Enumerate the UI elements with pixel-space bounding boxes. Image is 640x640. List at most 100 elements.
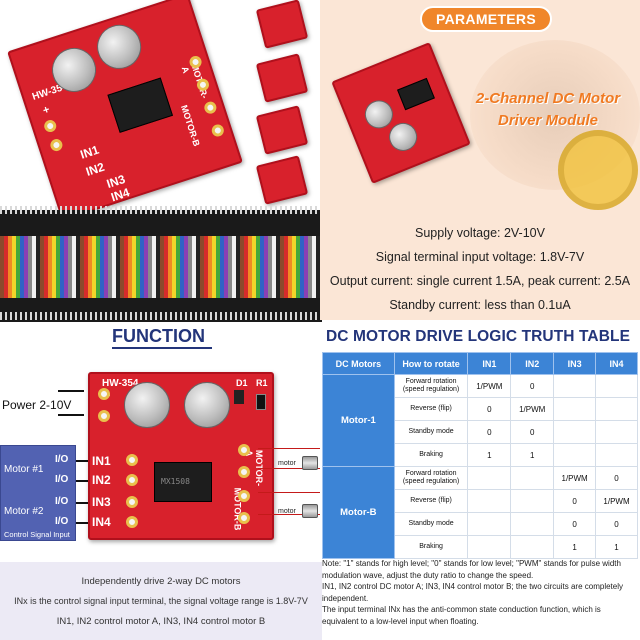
rotate-cell: Standby mode: [393, 420, 469, 444]
r1-label: R1: [256, 378, 268, 388]
description-line-2: INx is the control signal input terminal…: [14, 596, 308, 606]
in3-cell: [553, 397, 597, 421]
module-diagram-board: HW-354 + D1 R1 IN1 IN2 IN3 IN4 MX1508 MO…: [88, 372, 274, 540]
motor1-label: Motor #1: [4, 464, 44, 475]
truth-table-title: DC MOTOR DRIVE LOGIC TRUTH TABLE: [326, 328, 631, 345]
power-hole: [98, 388, 110, 400]
in3-cell: 0: [553, 512, 597, 536]
motor-hole: [238, 466, 250, 478]
motor-wire: [258, 492, 320, 493]
parameters-banner: PARAMETERS: [420, 6, 552, 32]
in3-cell: [553, 374, 597, 398]
spec-signal-voltage: Signal terminal input voltage: 1.8V-7V: [375, 250, 585, 264]
motor-hole: [202, 100, 218, 116]
description-panel: [0, 562, 322, 640]
in2-cell: 1: [510, 443, 555, 467]
rotate-cell: Reverse (flip): [393, 397, 469, 421]
table-row: Standby mode 0 0: [323, 512, 638, 536]
motor-a-cell: Motor-1: [322, 374, 395, 467]
in1-label: IN1: [92, 454, 111, 468]
input-hole: [126, 496, 138, 508]
in4-cell: 1: [595, 535, 638, 559]
in1-cell: [467, 489, 512, 513]
in3-cell: [553, 443, 597, 467]
header-in4: IN4: [595, 352, 638, 375]
description-line-3: IN1, IN2 control motor A, IN3, IN4 contr…: [56, 616, 266, 627]
io-label: I/O: [55, 496, 69, 507]
capacitor: [384, 118, 422, 156]
motor-hole: [210, 122, 226, 139]
module-photo-main: HW-354 + IN1 IN2 IN3 IN4 MOTOR-A MOTOR-B: [7, 0, 243, 222]
resistor: [256, 394, 266, 410]
in1-cell: 0: [467, 397, 512, 421]
in2-cell: 0: [510, 374, 555, 398]
in4-label: IN4: [92, 515, 111, 529]
in1-label: IN1: [78, 142, 101, 162]
jumper-wire-pins: [0, 312, 322, 320]
header-dc-motors: DC Motors: [322, 352, 395, 375]
in2-cell: [510, 489, 555, 513]
plus-label: +: [41, 103, 52, 118]
rotate-cell: Forward rotation (speed regulation): [393, 374, 469, 398]
description-line-1: Independently drive 2-way DC motors: [81, 576, 241, 587]
rotate-cell: Standby mode: [393, 512, 469, 536]
driver-chip: [107, 77, 174, 133]
jumper-wire-pins: [0, 206, 322, 214]
input-hole: [126, 516, 138, 528]
table-row: Motor-B Forward rotation (speed regulati…: [322, 466, 638, 559]
in2-label: IN2: [92, 473, 111, 487]
driver-chip: [397, 77, 435, 111]
driver-chip: MX1508: [154, 462, 212, 502]
header-how-to-rotate: How to rotate: [393, 352, 469, 375]
in3-cell: 1: [553, 535, 597, 559]
table-row: Reverse (flip) 0 1/PWM: [323, 397, 638, 421]
table-row: Braking 1 1: [323, 443, 638, 467]
in2-cell: 0: [510, 420, 555, 444]
in2-cell: [510, 535, 555, 559]
rotate-cell: Braking: [393, 535, 469, 559]
in4-cell: 0: [595, 512, 638, 536]
diode: [234, 390, 244, 404]
in1-cell: 1: [467, 443, 512, 467]
spec-supply-voltage: Supply voltage: 2V-10V: [415, 226, 545, 240]
in1-cell: 0: [467, 420, 512, 444]
module-thumbnail: [255, 155, 309, 205]
module-thumbnail: [255, 53, 309, 103]
in3-cell: [553, 420, 597, 444]
signal-wire: [76, 522, 92, 524]
truth-table-notes: Note: "1" stands for high level; "0" sta…: [322, 558, 638, 627]
jumper-wire-connectors: [0, 210, 322, 236]
signal-wire: [76, 460, 92, 462]
control-signal-label: Control Signal Input: [4, 530, 70, 539]
motor-b-label: MOTOR-B: [179, 103, 202, 148]
power-hole: [48, 137, 64, 153]
table-header-row: DC Motors How to rotate IN1 IN2 IN3 IN4: [322, 352, 638, 375]
motor-b-cell: Motor-B: [322, 466, 395, 559]
note-line-2: IN1, IN2 control DC motor A; IN3, IN4 co…: [322, 582, 623, 603]
module-thumbnail: [255, 0, 309, 49]
parameters-panel: [320, 0, 640, 320]
in2-cell: 1/PWM: [510, 397, 555, 421]
board-model-label: HW-354: [102, 378, 139, 389]
motor-a-tag: motor: [278, 460, 296, 467]
capacitor: [124, 382, 170, 428]
in4-cell: [595, 397, 638, 421]
module-title: 2-Channel DC Motor Driver Module: [458, 88, 638, 132]
power-label: Power 2-10V: [2, 398, 72, 412]
io-label: I/O: [55, 474, 69, 485]
header-in1: IN1: [467, 352, 512, 375]
motor-wire: [258, 448, 320, 449]
motor-wire: [258, 468, 320, 469]
truth-table: DC Motors How to rotate IN1 IN2 IN3 IN4 …: [322, 352, 638, 559]
in3-cell: 0: [553, 489, 597, 513]
wheel: [558, 130, 638, 210]
in2-label: IN2: [84, 159, 107, 179]
capacitor: [184, 382, 230, 428]
motor-hole: [238, 490, 250, 502]
spec-output-current: Output current: single current 1.5A, pea…: [329, 274, 631, 288]
module-title-line2: Driver Module: [497, 112, 599, 129]
table-row: Reverse (flip) 0 1/PWM: [323, 489, 638, 513]
chip-label: MX1508: [161, 477, 190, 486]
in4-cell: [595, 374, 638, 398]
in1-cell: [467, 466, 512, 490]
